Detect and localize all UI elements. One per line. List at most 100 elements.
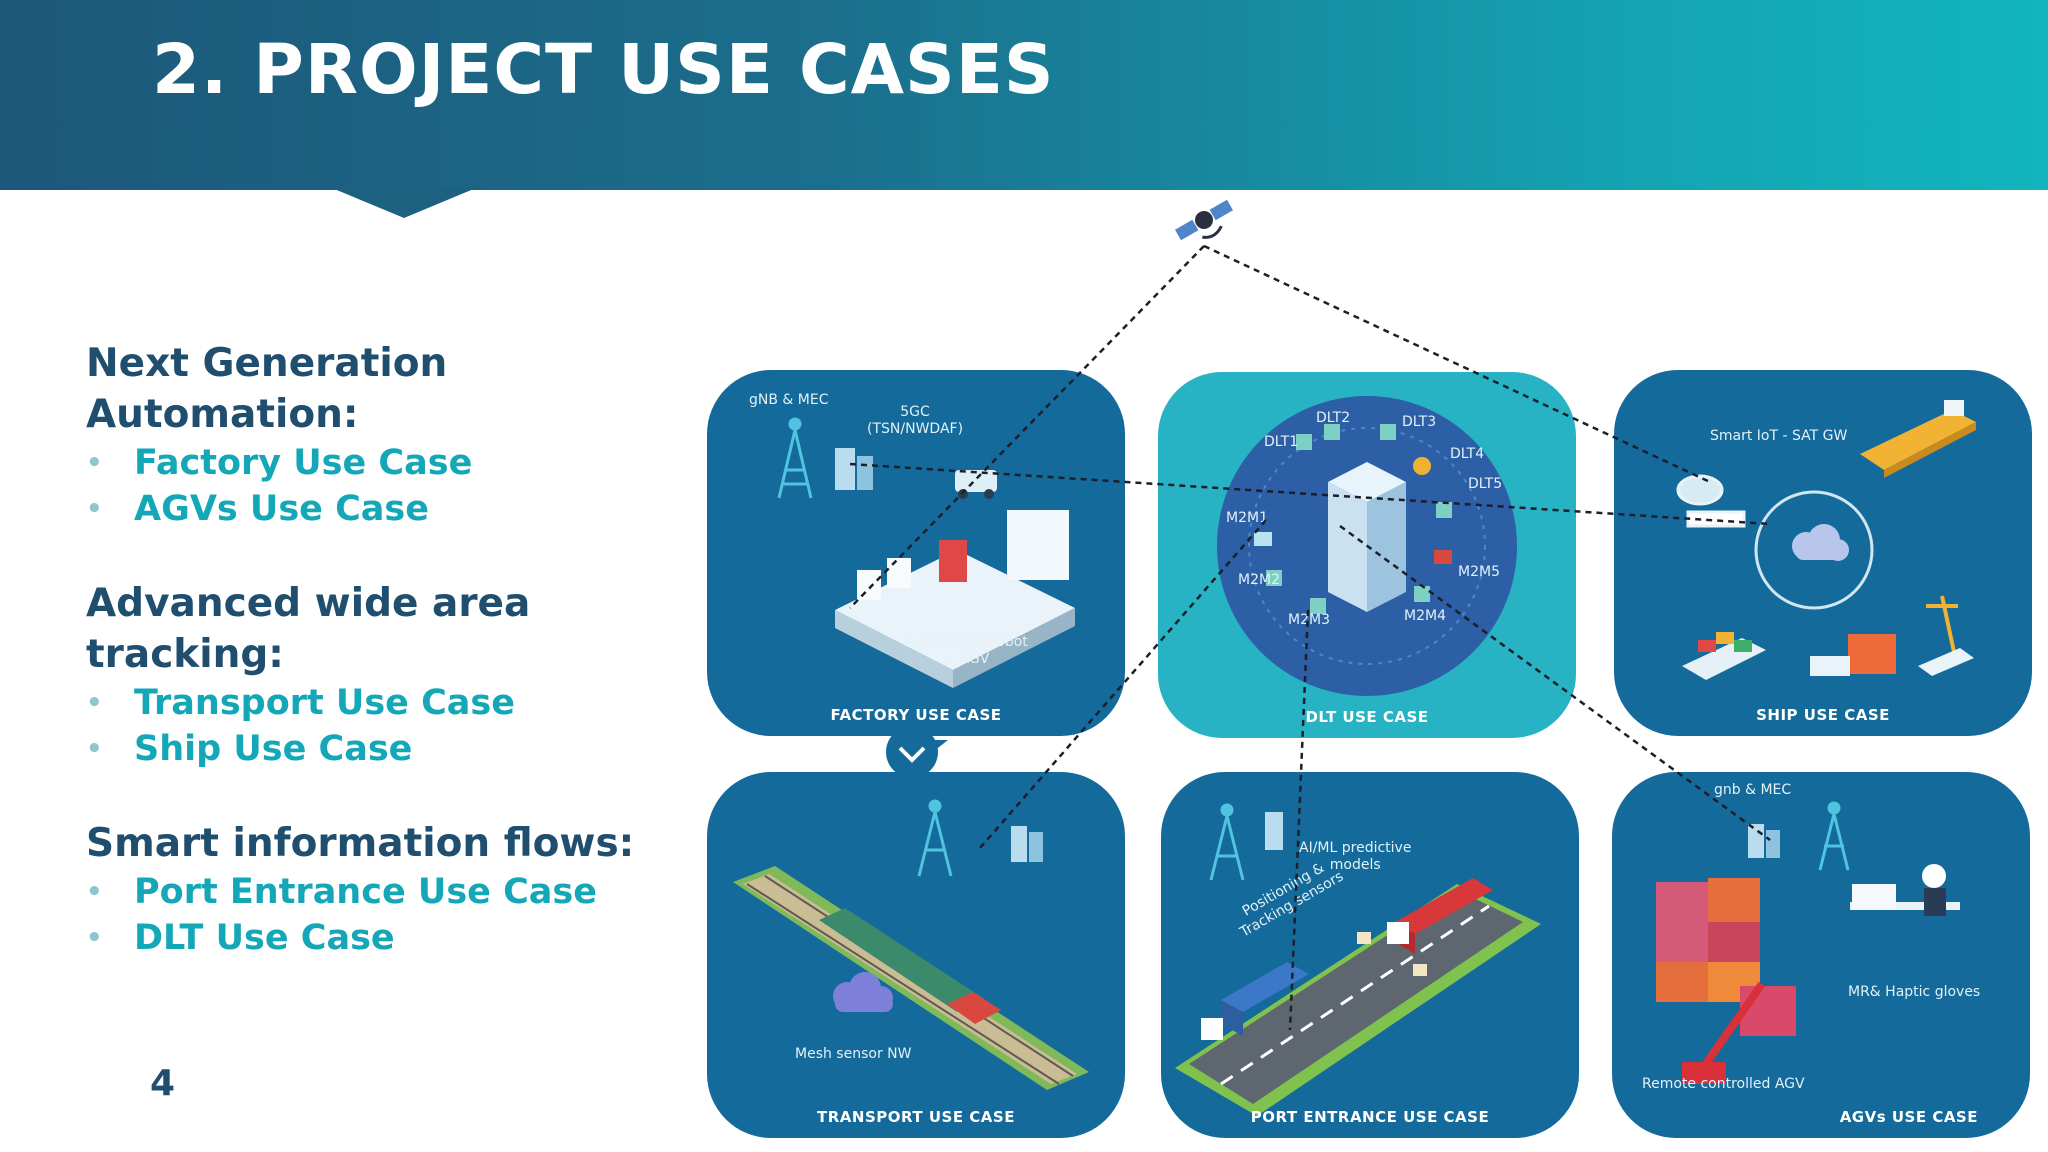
- panel-label: FACTORY USE CASE: [830, 706, 1002, 724]
- dlt5-label: DLT5: [1468, 476, 1503, 492]
- mesh-label: Mesh sensor NW: [795, 1046, 912, 1062]
- list-item-port: • Port Entrance Use Case: [86, 869, 686, 915]
- item-label: Transport Use Case: [134, 683, 515, 723]
- page-number: 4: [150, 1063, 176, 1104]
- panel-transport: Mesh sensor NW TRANSPORT USE CASE: [707, 772, 1125, 1138]
- m2m5-label: M2M5: [1458, 564, 1500, 580]
- dlt4-label: DLT4: [1450, 446, 1485, 462]
- remote-agv-label: Remote controlled AGV: [1642, 1076, 1805, 1092]
- road-icon: [1175, 884, 1541, 1116]
- header-notch: [332, 188, 476, 218]
- dlt3-label: DLT3: [1402, 414, 1437, 430]
- ship-icon-large: [1860, 400, 1976, 478]
- tower-icon: [1209, 803, 1245, 881]
- panel-dlt: DLT1 DLT2 DLT3 DLT4 DLT5 M2M1 M2M2 M2M3 …: [1158, 372, 1576, 738]
- core-label: 5GC (TSN/NWDAF): [867, 404, 964, 437]
- panel-ship: Smart IoT - SAT GW SHIP USE CASE: [1614, 370, 2032, 736]
- group-heading-line: Advanced wide area: [86, 581, 531, 626]
- list-item-ship: • Ship Use Case: [86, 726, 686, 772]
- chevron-right-icon: [1584, 936, 1599, 964]
- group-heading-line: tracking:: [86, 632, 284, 677]
- tower-icon: [1818, 801, 1850, 871]
- bullet: •: [86, 877, 103, 907]
- sensor-icon: [1357, 932, 1427, 976]
- port-illustration: [1175, 803, 1541, 1116]
- m2m1-label: M2M1: [1226, 510, 1268, 526]
- panel-label: DLT USE CASE: [1305, 708, 1429, 726]
- container-ship-icon: [1682, 632, 1766, 680]
- item-label: Ship Use Case: [134, 729, 413, 769]
- group-heading-line: Smart information flows:: [86, 821, 635, 866]
- transport-illustration: [733, 799, 1089, 1090]
- group-automation: Next Generation Automation: • Factory Use…: [86, 338, 686, 532]
- group-heading: Next Generation Automation:: [86, 338, 686, 440]
- item-label: Factory Use Case: [134, 443, 473, 483]
- group-heading: Smart information flows:: [86, 818, 686, 869]
- ship-icon-small: [1918, 648, 1974, 676]
- truck-icon-red: [1387, 878, 1493, 954]
- group-heading-line: Next Generation: [86, 341, 448, 386]
- agv-illustration: [1656, 801, 1960, 1084]
- server-icon: [1011, 826, 1043, 862]
- gnb-mec-label: gnb & MEC: [1714, 782, 1792, 798]
- gnb-mec-label: gNB & MEC: [749, 392, 829, 408]
- panel-label: PORT ENTRANCE USE CASE: [1250, 1108, 1490, 1126]
- train-icon: [819, 908, 1001, 1024]
- satellite-icon: [1175, 199, 1233, 241]
- panel-agv: gnb & MEC MR& Haptic gloves Remote contr…: [1612, 772, 2030, 1138]
- page-title: 2. PROJECT USE CASES: [152, 30, 1055, 110]
- dlt2-label: DLT2: [1316, 410, 1351, 426]
- list-item-transport: • Transport Use Case: [86, 680, 686, 726]
- truck-icon-blue: [1201, 962, 1309, 1040]
- cloud-icon: [1792, 524, 1849, 561]
- panel-factory: gNB & MEC 5GC (TSN/NWDAF) Auotmated Robo…: [707, 370, 1125, 736]
- panel-label: SHIP USE CASE: [1756, 706, 1890, 724]
- server-icon: [1748, 824, 1780, 858]
- use-case-list: Next Generation Automation: • Factory Use…: [86, 338, 686, 1007]
- dlt-illustration: [1217, 396, 1517, 696]
- container-stack-icon: [1810, 634, 1896, 676]
- panel-label: AGVs USE CASE: [1839, 1108, 1978, 1126]
- use-case-diagram: gNB & MEC 5GC (TSN/NWDAF) Auotmated Robo…: [700, 190, 2048, 1152]
- tower-icon: [917, 799, 953, 877]
- chevron-right-icon: [1134, 936, 1149, 964]
- gateway-label: Smart IoT - SAT GW: [1710, 428, 1848, 444]
- satellite-dish-icon: [1676, 474, 1746, 528]
- panel-port: AI/ML predictive models Positioning & Tr…: [1161, 772, 1579, 1138]
- crane-icon: [1926, 595, 1958, 653]
- item-label: AGVs Use Case: [134, 489, 429, 529]
- bullet: •: [86, 734, 103, 764]
- panel-label: TRANSPORT USE CASE: [817, 1108, 1015, 1126]
- m2m2-label: M2M2: [1238, 572, 1280, 588]
- item-label: Port Entrance Use Case: [134, 872, 597, 912]
- robot-label: Auotmated Robot + AGV: [905, 634, 1028, 667]
- list-item-dlt: • DLT Use Case: [86, 915, 686, 961]
- ship-illustration: [1676, 400, 1976, 680]
- bullet: •: [86, 923, 103, 953]
- gloves-label: MR& Haptic gloves: [1848, 984, 1981, 1000]
- container-stack-icon: [1656, 878, 1796, 1036]
- group-tracking: Advanced wide area tracking: • Transport …: [86, 578, 686, 772]
- item-label: DLT Use Case: [134, 918, 395, 958]
- m2m3-label: M2M3: [1288, 612, 1330, 628]
- reach-stacker-icon: [1682, 981, 1766, 1084]
- agv-robot-icon: [955, 470, 997, 499]
- chevron-up-icon: [1806, 745, 1834, 762]
- group-heading: Advanced wide area tracking:: [86, 578, 686, 680]
- list-item-agvs: • AGVs Use Case: [86, 486, 686, 532]
- bullet: •: [86, 448, 103, 478]
- header-banner: [0, 0, 2048, 190]
- bullet: •: [86, 688, 103, 718]
- list-item-factory: • Factory Use Case: [86, 440, 686, 486]
- tower-icon: [777, 417, 813, 499]
- group-heading-line: Automation:: [86, 392, 359, 437]
- cloud-icon: [833, 972, 893, 1012]
- group-info-flows: Smart information flows: • Port Entrance …: [86, 818, 686, 961]
- m2m4-label: M2M4: [1404, 608, 1446, 624]
- server-icon: [1265, 812, 1283, 850]
- operator-desk-icon: [1850, 864, 1960, 916]
- server-icon: [835, 448, 873, 490]
- bullet: •: [86, 494, 103, 524]
- dlt1-label: DLT1: [1264, 434, 1299, 450]
- server-tower-icon: [1328, 462, 1406, 612]
